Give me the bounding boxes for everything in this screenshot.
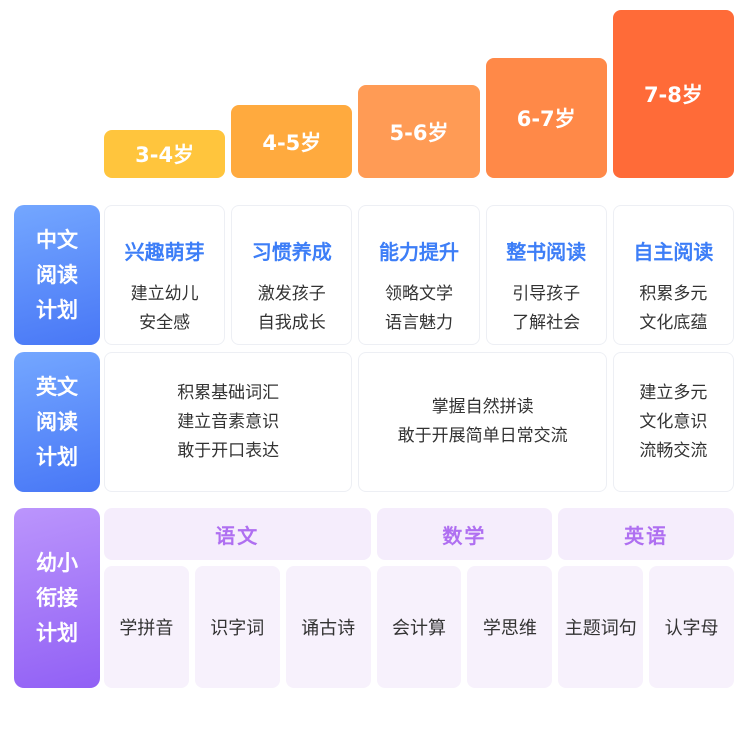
plan-card-desc: 积累基础词汇 建立音素意识 敢于开口表达 bbox=[177, 382, 280, 461]
age-staircase-chart: 3-4岁 4-5岁 5-6岁 6-7岁 7-8岁 bbox=[104, 10, 735, 178]
age-bar-3-4: 3-4岁 bbox=[104, 130, 226, 178]
subject-header-math: 数学 bbox=[376, 508, 553, 560]
plan-card-title: 自主阅读 bbox=[633, 240, 714, 264]
english-plan-card: 建立多元 文化意识 流畅交流 bbox=[612, 352, 734, 492]
plan-card-desc: 引导孩子 了解社会 bbox=[512, 284, 581, 333]
bridge-plan-grid: 语文 数学 英语 学拼音 识字词 诵古诗 会计算 学思维 主题词句 认字母 bbox=[104, 508, 734, 688]
skill-card-thinking: 学思维 bbox=[467, 566, 553, 688]
plan-card-title: 兴趣萌芽 bbox=[124, 240, 205, 264]
chinese-plan-card: 习惯养成 激发孩子 自我成长 bbox=[231, 205, 353, 345]
plan-card-desc: 建立多元 文化意识 流畅交流 bbox=[639, 382, 708, 461]
skill-card-calculation: 会计算 bbox=[376, 566, 462, 688]
plan-card-desc: 领略文学 语言魅力 bbox=[384, 284, 453, 333]
chinese-plan-card: 兴趣萌芽 建立幼儿 安全感 bbox=[104, 205, 226, 345]
skill-card-theme-words: 主题词句 bbox=[558, 566, 644, 688]
age-bar-6-7: 6-7岁 bbox=[485, 58, 607, 178]
chinese-plan-cards: 兴趣萌芽 建立幼儿 安全感 习惯养成 激发孩子 自我成长 能力提升 领略文学 语… bbox=[104, 205, 734, 345]
english-reading-plan-label: 英文 阅读 计划 bbox=[14, 352, 100, 492]
chinese-plan-card: 整书阅读 引导孩子 了解社会 bbox=[485, 205, 607, 345]
bridge-plan-label: 幼小 衔接 计划 bbox=[14, 508, 100, 688]
chinese-reading-plan-section: 中文 阅读 计划 兴趣萌芽 建立幼儿 安全感 习惯养成 激发孩子 自我成长 能力… bbox=[14, 205, 734, 345]
subject-header-chinese: 语文 bbox=[104, 508, 371, 560]
plan-card-title: 整书阅读 bbox=[506, 240, 587, 264]
english-plan-card: 掌握自然拼读 敢于开展简单日常交流 bbox=[358, 352, 607, 492]
bridge-plan-section: 幼小 衔接 计划 语文 数学 英语 学拼音 识字词 诵古诗 会计算 学思维 主题… bbox=[14, 508, 734, 688]
chinese-reading-plan-label: 中文 阅读 计划 bbox=[14, 205, 100, 345]
skill-card-poems: 诵古诗 bbox=[285, 566, 371, 688]
plan-card-desc: 掌握自然拼读 敢于开展简单日常交流 bbox=[397, 397, 568, 446]
bridge-plan-label-text: 幼小 衔接 计划 bbox=[36, 550, 78, 645]
skill-card-pinyin: 学拼音 bbox=[104, 566, 189, 688]
english-plan-card: 积累基础词汇 建立音素意识 敢于开口表达 bbox=[104, 352, 353, 492]
subject-header-english: 英语 bbox=[558, 508, 734, 560]
plan-card-desc: 激发孩子 自我成长 bbox=[257, 284, 326, 333]
age-bar-label: 4-5岁 bbox=[262, 130, 322, 155]
age-bar-label: 3-4岁 bbox=[135, 143, 195, 167]
chinese-plan-card: 能力提升 领略文学 语言魅力 bbox=[358, 205, 480, 345]
age-bar-label: 5-6岁 bbox=[389, 120, 449, 145]
english-reading-plan-section: 英文 阅读 计划 积累基础词汇 建立音素意识 敢于开口表达 掌握自然拼读 敢于开… bbox=[14, 352, 734, 492]
age-bar-label: 7-8岁 bbox=[643, 83, 703, 107]
age-bar-label: 6-7岁 bbox=[516, 107, 576, 131]
chinese-reading-plan-label-text: 中文 阅读 计划 bbox=[36, 227, 78, 322]
skill-card-letters: 认字母 bbox=[649, 566, 734, 688]
chinese-plan-card: 自主阅读 积累多元 文化底蕴 bbox=[612, 205, 734, 345]
age-bar-5-6: 5-6岁 bbox=[358, 85, 480, 178]
english-reading-plan-label-text: 英文 阅读 计划 bbox=[36, 374, 78, 469]
plan-card-title: 能力提升 bbox=[378, 240, 459, 264]
age-bar-4-5: 4-5岁 bbox=[231, 105, 353, 178]
skill-card-characters: 识字词 bbox=[194, 566, 280, 688]
english-plan-cards: 积累基础词汇 建立音素意识 敢于开口表达 掌握自然拼读 敢于开展简单日常交流 建… bbox=[104, 352, 734, 492]
age-bar-7-8: 7-8岁 bbox=[612, 10, 735, 178]
plan-card-desc: 建立幼儿 安全感 bbox=[130, 284, 199, 333]
plan-card-title: 习惯养成 bbox=[251, 240, 332, 264]
plan-card-desc: 积累多元 文化底蕴 bbox=[639, 284, 708, 333]
